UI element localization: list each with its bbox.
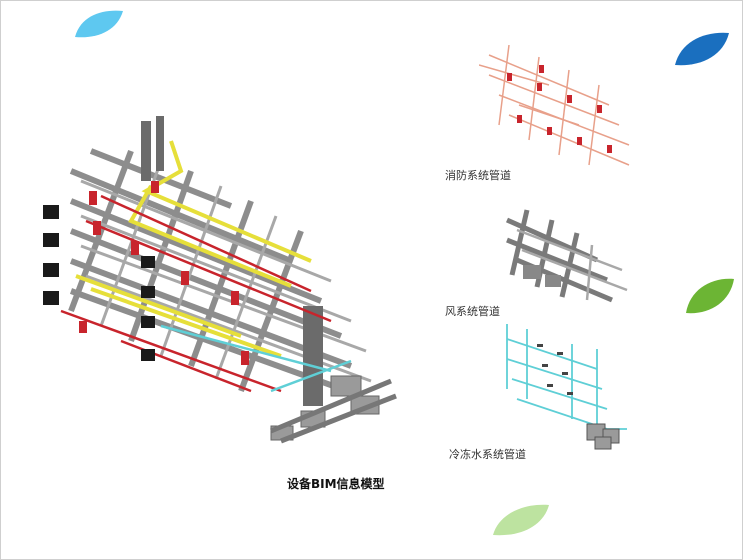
leaf-dark-blue-icon (673, 31, 731, 67)
fire-protection-pipe-illustration (479, 45, 639, 170)
leaf-pale-green-icon (491, 503, 551, 537)
air-system-duct-illustration (497, 205, 637, 305)
fire-protection-caption: 消防系统管道 (445, 169, 511, 182)
leaf-green-icon (684, 277, 736, 315)
leaf-light-blue-icon (73, 9, 125, 39)
main-model-caption: 设备BIM信息模型 (287, 477, 385, 491)
main-bim-model-illustration (31, 111, 426, 456)
air-system-caption: 风系统管道 (445, 305, 500, 318)
chilled-water-pipe-illustration (487, 319, 637, 454)
chilled-water-caption: 冷冻水系统管道 (449, 448, 526, 461)
